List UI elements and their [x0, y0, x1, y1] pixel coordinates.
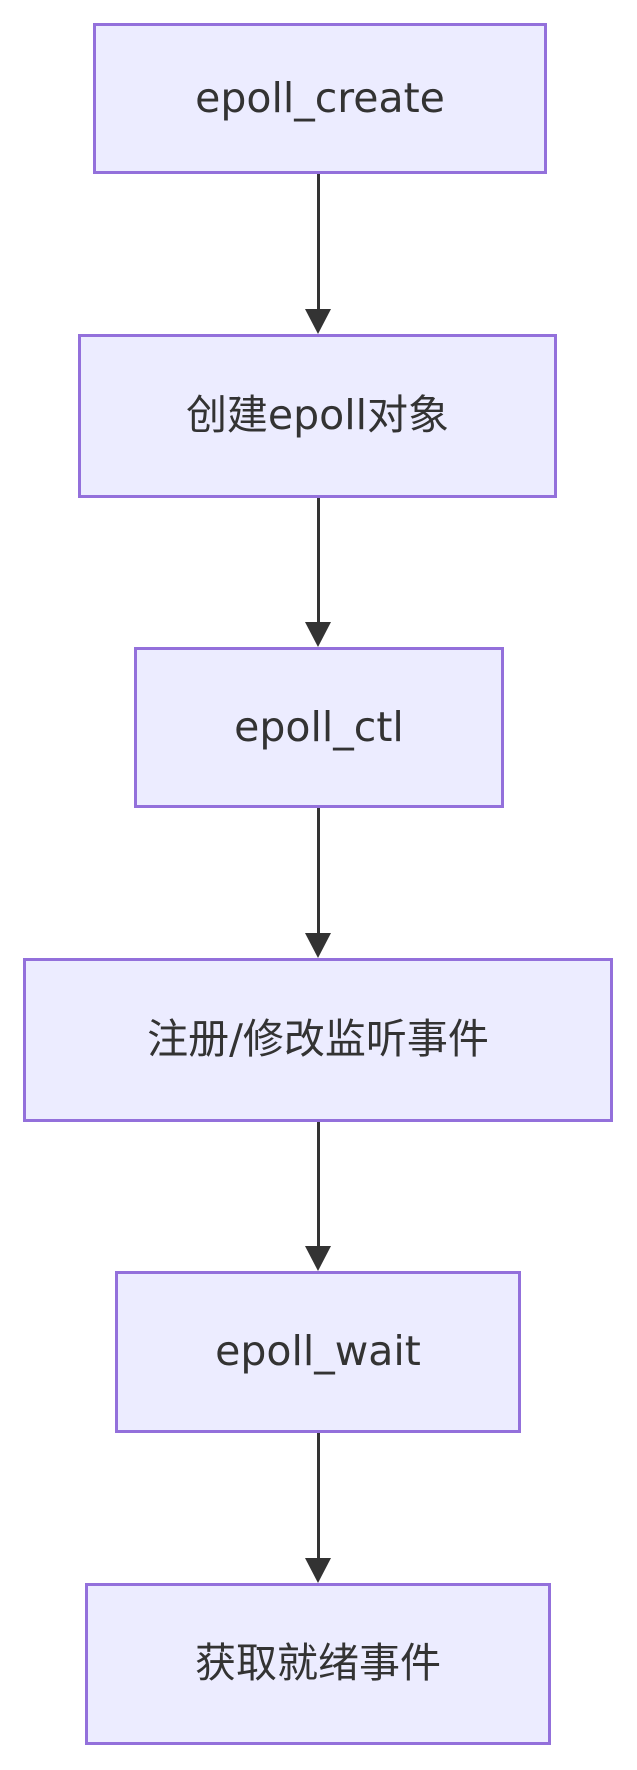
edge-e-to-f	[304, 1433, 332, 1583]
node-label: epoll_wait	[215, 1327, 421, 1376]
node-label: 获取就绪事件	[195, 1639, 441, 1688]
edge-c-to-d	[304, 808, 332, 958]
edge-line	[316, 1122, 320, 1247]
node-create-epoll-object: 创建epoll对象	[78, 334, 557, 498]
node-register-modify-listen-events: 注册/修改监听事件	[23, 958, 613, 1122]
edge-line	[316, 174, 320, 310]
node-label: 创建epoll对象	[185, 391, 450, 440]
edge-line	[316, 498, 320, 623]
node-epoll-create: epoll_create	[93, 23, 547, 174]
edge-line	[316, 1433, 320, 1559]
node-label: epoll_ctl	[234, 702, 404, 751]
node-label: 注册/修改监听事件	[147, 1015, 489, 1064]
node-epoll-ctl: epoll_ctl	[134, 647, 504, 808]
edge-line	[316, 808, 320, 934]
edge-b-to-c	[304, 498, 332, 647]
node-label: epoll_create	[195, 73, 445, 122]
node-get-ready-events: 获取就绪事件	[85, 1583, 551, 1745]
arrowhead-down-icon	[305, 1246, 331, 1271]
edge-d-to-e	[304, 1122, 332, 1271]
node-epoll-wait: epoll_wait	[115, 1271, 521, 1433]
arrowhead-down-icon	[305, 622, 331, 647]
edge-a-to-b	[304, 174, 332, 334]
arrowhead-down-icon	[305, 1558, 331, 1583]
arrowhead-down-icon	[305, 933, 331, 958]
arrowhead-down-icon	[305, 309, 331, 334]
